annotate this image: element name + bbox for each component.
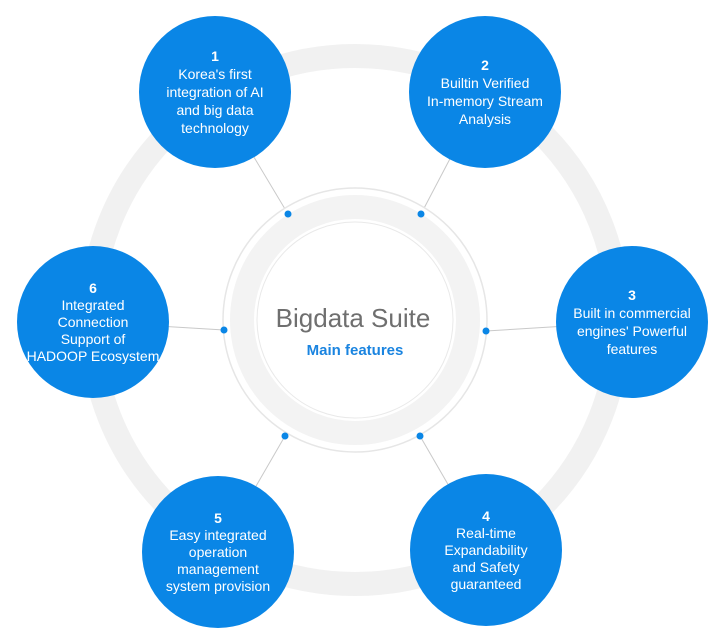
feature-number-2: 2 [481,57,489,73]
feature-number-4: 4 [482,508,490,524]
feature-text-line: management [177,561,259,577]
feature-text-line: In-memory Stream [427,93,543,109]
feature-circle-1 [139,16,291,168]
feature-text-line: and big data [176,102,253,118]
feature-number-1: 1 [211,48,219,64]
connector-dot-6 [220,326,228,334]
feature-text-line: Support of [61,331,126,347]
feature-text-line: Integrated [61,297,124,313]
feature-circle-5 [142,476,294,628]
connector-dot-1 [284,210,292,218]
feature-text-line: Expandability [444,542,527,558]
feature-text-line: Easy integrated [169,527,266,543]
feature-text-line: and Safety [453,559,520,575]
feature-text-line: Real-time [456,525,516,541]
feature-text-line: features [607,341,658,357]
connector-dot-2 [417,210,425,218]
feature-text-line: HADOOP Ecosystem [27,348,160,364]
feature-circle-3 [556,246,708,398]
feature-number-3: 3 [628,287,636,303]
feature-text-line: Built in commercial [573,305,690,321]
feature-number-5: 5 [214,510,222,526]
feature-text-line: engines' Powerful [577,323,687,339]
inner-ring-core [256,221,454,419]
feature-circle-6 [17,246,169,398]
feature-text-line: Builtin Verified [441,75,530,91]
center-title: Bigdata Suite [276,303,431,333]
feature-text-line: guaranteed [451,576,522,592]
connector-dot-5 [281,432,289,440]
feature-text-line: Connection [58,314,129,330]
feature-text-line: operation [189,544,247,560]
inner-ring-band [230,195,480,445]
feature-text-line: technology [181,120,249,136]
connector-dot-4 [416,432,424,440]
connector-dot-3 [482,327,490,335]
feature-circle-2 [409,16,561,168]
feature-circle-4 [410,474,562,626]
center-subtitle: Main features [307,342,404,359]
feature-text-line: Analysis [459,111,511,127]
feature-text-line: Korea's first [178,66,252,82]
feature-number-6: 6 [89,280,97,296]
feature-text-line: system provision [166,578,270,594]
connector-dots [220,210,490,440]
feature-text-line: integration of AI [166,84,263,100]
